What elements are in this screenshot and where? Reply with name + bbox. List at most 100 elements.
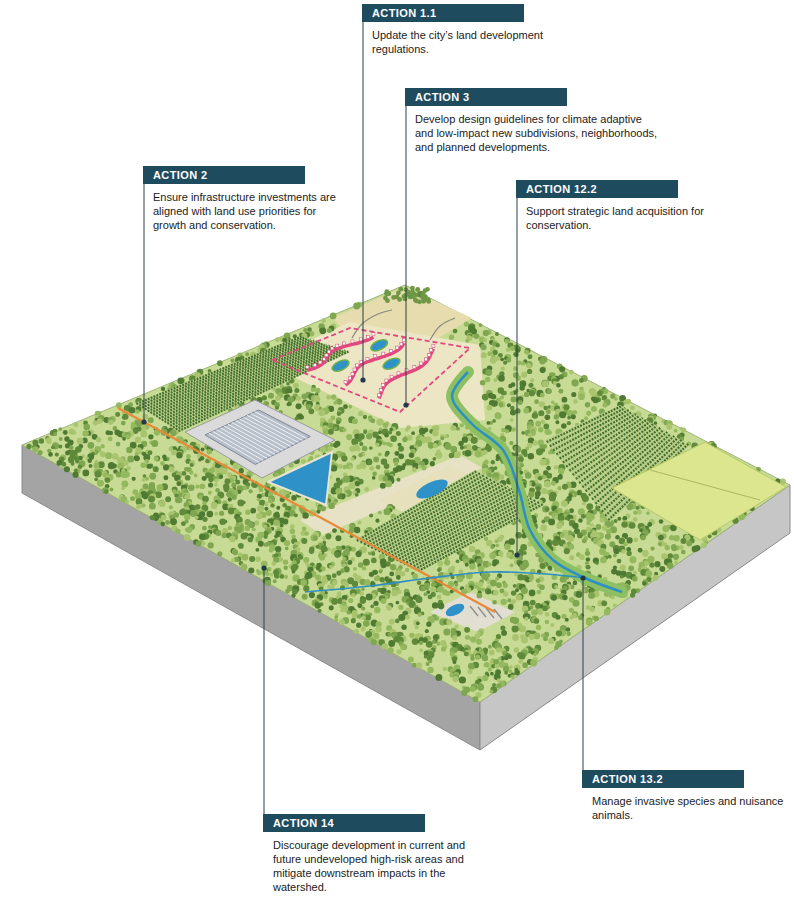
tree <box>68 456 75 463</box>
tree <box>539 459 546 466</box>
tree <box>581 514 586 519</box>
tree <box>176 481 181 486</box>
tree <box>654 421 658 425</box>
tree <box>148 496 155 503</box>
tree <box>358 411 363 416</box>
tree <box>558 389 563 394</box>
tree <box>511 396 517 402</box>
tree <box>371 558 376 563</box>
tree <box>554 414 559 419</box>
tree <box>541 488 547 494</box>
tree <box>291 495 297 501</box>
tree <box>51 446 55 450</box>
tree <box>541 520 545 524</box>
tree <box>529 390 535 396</box>
tree <box>327 563 332 568</box>
tree <box>659 519 664 524</box>
tree <box>69 445 74 450</box>
tree <box>362 446 368 452</box>
tree <box>374 576 379 581</box>
tree <box>673 554 679 560</box>
tree <box>499 402 504 407</box>
tree <box>578 518 582 522</box>
tree <box>449 335 454 340</box>
tree <box>161 522 166 527</box>
tree <box>560 533 565 538</box>
tree <box>582 495 589 502</box>
tree <box>154 456 160 462</box>
tree <box>32 446 38 452</box>
tree <box>557 486 561 490</box>
tree <box>474 334 480 340</box>
tree <box>228 497 232 501</box>
tree <box>369 513 373 517</box>
tree <box>636 506 640 510</box>
tree <box>546 473 552 479</box>
tree <box>620 564 626 570</box>
tree <box>499 474 505 480</box>
tree <box>495 412 502 419</box>
tree <box>363 430 367 434</box>
tree <box>347 560 352 565</box>
tree <box>241 532 248 539</box>
tree <box>201 447 205 451</box>
tree <box>225 478 231 484</box>
tree <box>130 496 135 501</box>
tree <box>134 455 140 461</box>
tree <box>542 380 549 387</box>
tree <box>230 359 234 363</box>
tree <box>438 567 443 572</box>
tree <box>264 502 268 506</box>
tree <box>351 547 356 552</box>
tree <box>491 460 495 464</box>
tree <box>380 562 386 568</box>
tree <box>679 545 684 550</box>
tree <box>503 361 507 365</box>
tree <box>252 527 256 531</box>
tree <box>116 442 121 447</box>
tree <box>195 485 199 489</box>
tree <box>492 350 497 355</box>
tree <box>569 370 574 375</box>
tree <box>58 427 62 431</box>
tree <box>161 387 165 391</box>
tree <box>549 494 556 501</box>
tree <box>332 573 337 578</box>
tree <box>375 443 379 447</box>
tree <box>479 323 483 327</box>
tree <box>275 406 279 410</box>
tree <box>500 357 504 361</box>
tree <box>528 491 534 497</box>
tree <box>379 570 383 574</box>
tree <box>232 538 236 542</box>
tree <box>595 561 599 565</box>
tree <box>548 451 552 455</box>
tree <box>615 535 620 540</box>
tree <box>539 358 545 364</box>
tree <box>335 535 341 541</box>
tree <box>540 525 547 532</box>
tree <box>268 499 273 504</box>
tree <box>109 419 114 424</box>
tree <box>372 471 377 476</box>
tree <box>567 416 571 420</box>
dock-clearing <box>430 592 515 632</box>
tree <box>184 534 191 541</box>
tree <box>430 461 435 466</box>
tree <box>348 405 352 409</box>
tree <box>285 547 289 551</box>
tree <box>449 453 454 458</box>
tree <box>510 563 514 567</box>
tree <box>321 318 326 323</box>
tree <box>89 464 93 468</box>
tree <box>388 443 393 448</box>
tree <box>300 415 304 419</box>
tree <box>536 486 541 491</box>
tree <box>547 430 551 434</box>
tree <box>372 476 376 480</box>
tree <box>287 402 291 406</box>
tree <box>47 440 51 444</box>
tree <box>548 518 555 525</box>
tree <box>132 477 136 481</box>
tree <box>559 366 565 372</box>
